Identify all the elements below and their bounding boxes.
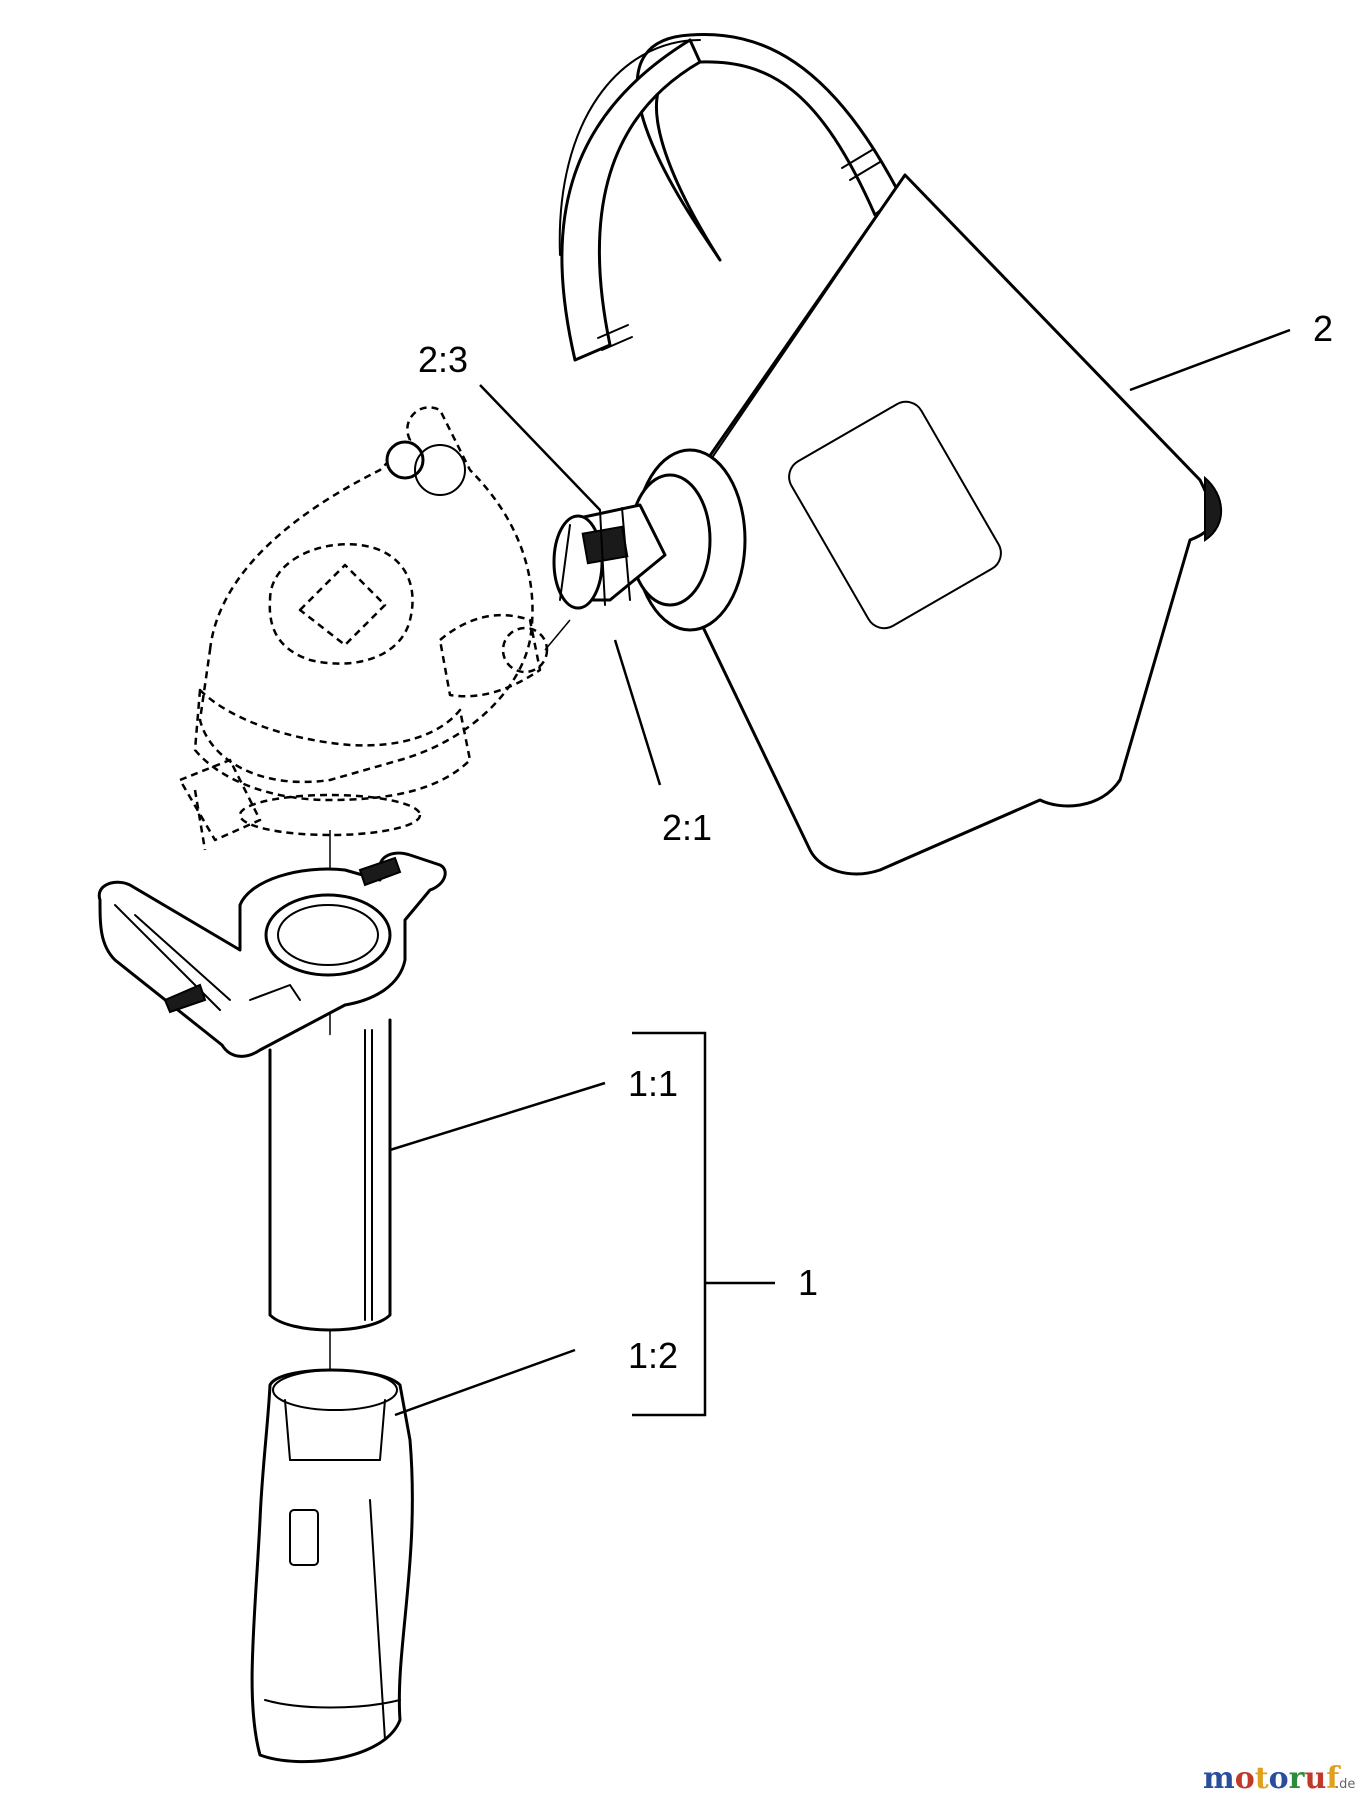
callout-1: 1: [798, 1262, 818, 1303]
callout-1-1: 1:1: [628, 1063, 678, 1104]
collection-bag: [558, 33, 1223, 876]
watermark-letter: r: [1289, 1761, 1306, 1796]
watermark-letter: o: [1235, 1761, 1255, 1796]
svg-text:motoruf: motoruf: [1203, 1761, 1341, 1796]
watermark-letter: o: [1269, 1761, 1289, 1796]
handle-housing: [97, 851, 447, 1058]
watermark-suffix: .de: [1335, 1777, 1355, 1792]
bag-adapter: [552, 503, 667, 610]
watermark-letter: m: [1203, 1761, 1235, 1796]
motoruf-watermark: motoruf .de: [1203, 1761, 1355, 1796]
leader-lines: [389, 328, 1291, 1417]
watermark-letter: t: [1255, 1761, 1269, 1796]
watermark-letter: f: [1326, 1761, 1341, 1796]
callout-2-3: 2:3: [418, 339, 468, 380]
lower-tube: [250, 1368, 414, 1764]
callout-2: 2: [1313, 308, 1333, 349]
upper-tube: [268, 1018, 392, 1332]
impeller-housing: [178, 406, 549, 851]
callout-1-2: 1:2: [628, 1335, 678, 1376]
callout-2-1: 2:1: [662, 807, 712, 848]
watermark-letter: u: [1304, 1761, 1326, 1796]
